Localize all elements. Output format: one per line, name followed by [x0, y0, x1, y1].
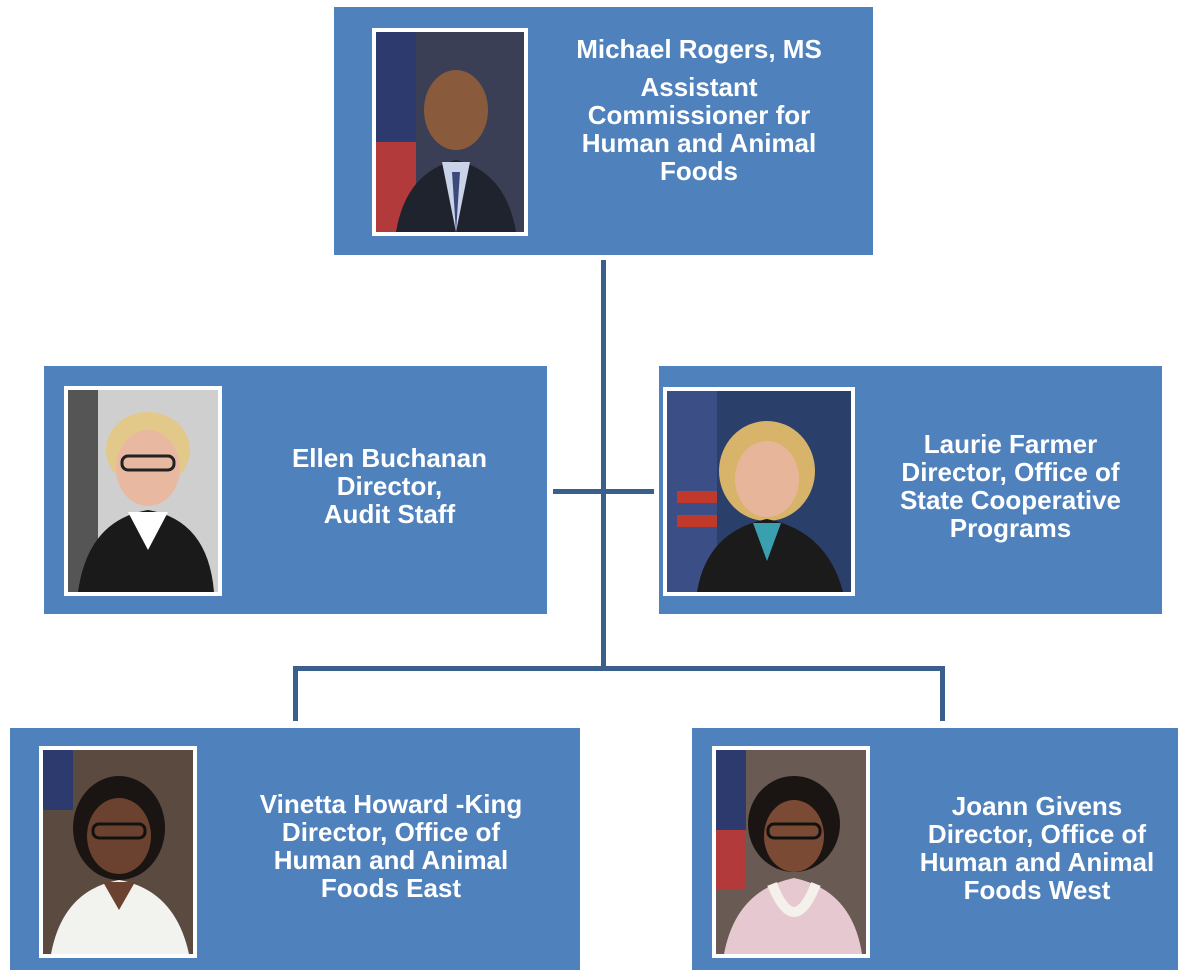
label-laurie-farmer: Laurie Farmer Director, Office of State …	[859, 386, 1162, 586]
org-box-audit-staff: Ellen Buchanan Director, Audit Staff	[44, 366, 547, 614]
person-title-line: Foods West	[963, 875, 1111, 905]
connector-middle-horizontal	[553, 489, 654, 494]
portrait-photo-vinetta-howard-king	[39, 746, 197, 958]
connector-bottom-right-drop	[940, 666, 945, 721]
connector-bottom-left-drop	[293, 666, 298, 721]
portrait-photo-michael-rogers	[372, 28, 528, 236]
person-title-line: Audit Staff	[323, 499, 456, 529]
person-title-line: Director,	[336, 471, 443, 501]
portrait-photo-joann-givens	[712, 746, 870, 958]
portrait-photo-ellen-buchanan	[64, 386, 222, 596]
connector-bottom-horizontal	[293, 666, 945, 671]
label-joann-givens: Joann Givens Director, Office of Human a…	[872, 748, 1178, 948]
person-name: Vinetta Howard -King	[259, 789, 523, 819]
connector-vertical-trunk	[601, 260, 606, 669]
person-title-line: Human and Animal	[581, 128, 817, 158]
person-title-line: Director, Office of	[927, 819, 1147, 849]
org-box-assistant-commissioner: Michael Rogers, MS Assistant Commissione…	[334, 7, 873, 255]
person-name: Ellen Buchanan	[291, 443, 488, 473]
label-ellen-buchanan: Ellen Buchanan Director, Audit Staff	[232, 386, 547, 586]
person-title-line: Human and Animal	[273, 845, 509, 875]
portrait-photo-laurie-farmer	[663, 387, 855, 596]
person-title-line: State Cooperative	[899, 485, 1122, 515]
org-box-foods-west: Joann Givens Director, Office of Human a…	[692, 728, 1178, 970]
org-box-state-cooperative-programs: Laurie Farmer Director, Office of State …	[659, 366, 1162, 614]
person-title-line: Foods East	[320, 873, 462, 903]
person-title-line: Assistant	[640, 72, 758, 102]
person-title-line: Human and Animal	[919, 847, 1155, 877]
person-title-line: Foods	[660, 156, 738, 186]
person-name: Michael Rogers, MS	[576, 34, 822, 64]
person-name: Joann Givens	[951, 791, 1123, 821]
person-title-line: Director, Office of	[901, 457, 1120, 487]
person-title-line: Commissioner for	[587, 100, 811, 130]
person-name: Laurie Farmer	[923, 429, 1098, 459]
org-box-foods-east: Vinetta Howard -King Director, Office of…	[10, 728, 580, 970]
label-vinetta-howard-king: Vinetta Howard -King Director, Office of…	[202, 746, 580, 946]
person-title-line: Director, Office of	[281, 817, 501, 847]
person-title-line: Programs	[949, 513, 1072, 543]
label-michael-rogers: Michael Rogers, MS Assistant Commissione…	[534, 35, 864, 215]
